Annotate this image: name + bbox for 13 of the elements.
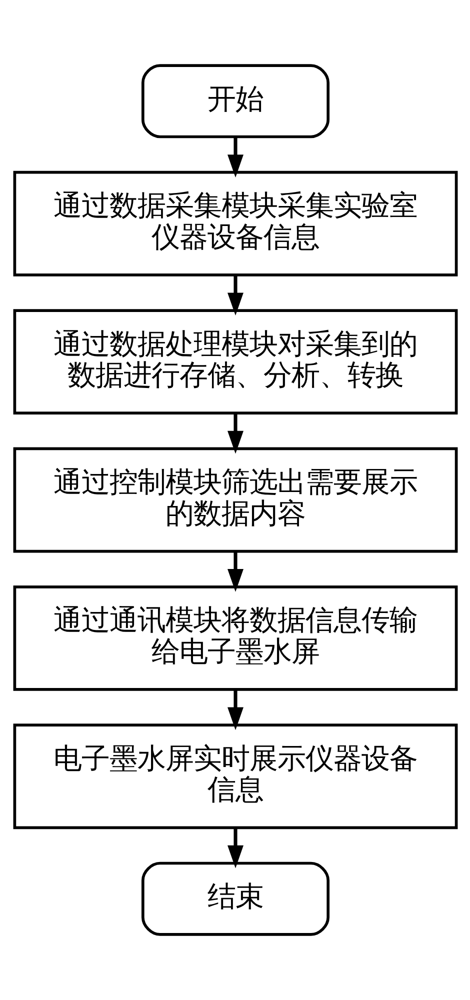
node-box: 通过通讯模块将数据信息传输给电子墨水屏 [12, 585, 458, 691]
arrow [227, 413, 243, 454]
arrow [227, 551, 243, 592]
arrow [227, 137, 243, 178]
arrow [227, 275, 243, 316]
node-box: 开始 [140, 64, 330, 138]
arrow [227, 828, 243, 868]
arrow [227, 690, 243, 730]
node-box: 结束 [140, 862, 330, 936]
node-box: 通过数据采集模块采集实验室仪器设备信息 [12, 170, 458, 276]
node-box: 电子墨水屏实时展示仪器设备信息 [12, 724, 458, 830]
node-box: 通过数据处理模块对采集到的数据进行存储、分析、转换 [12, 309, 458, 415]
node-box: 通过控制模块筛选出需要展示的数据内容 [12, 447, 458, 553]
